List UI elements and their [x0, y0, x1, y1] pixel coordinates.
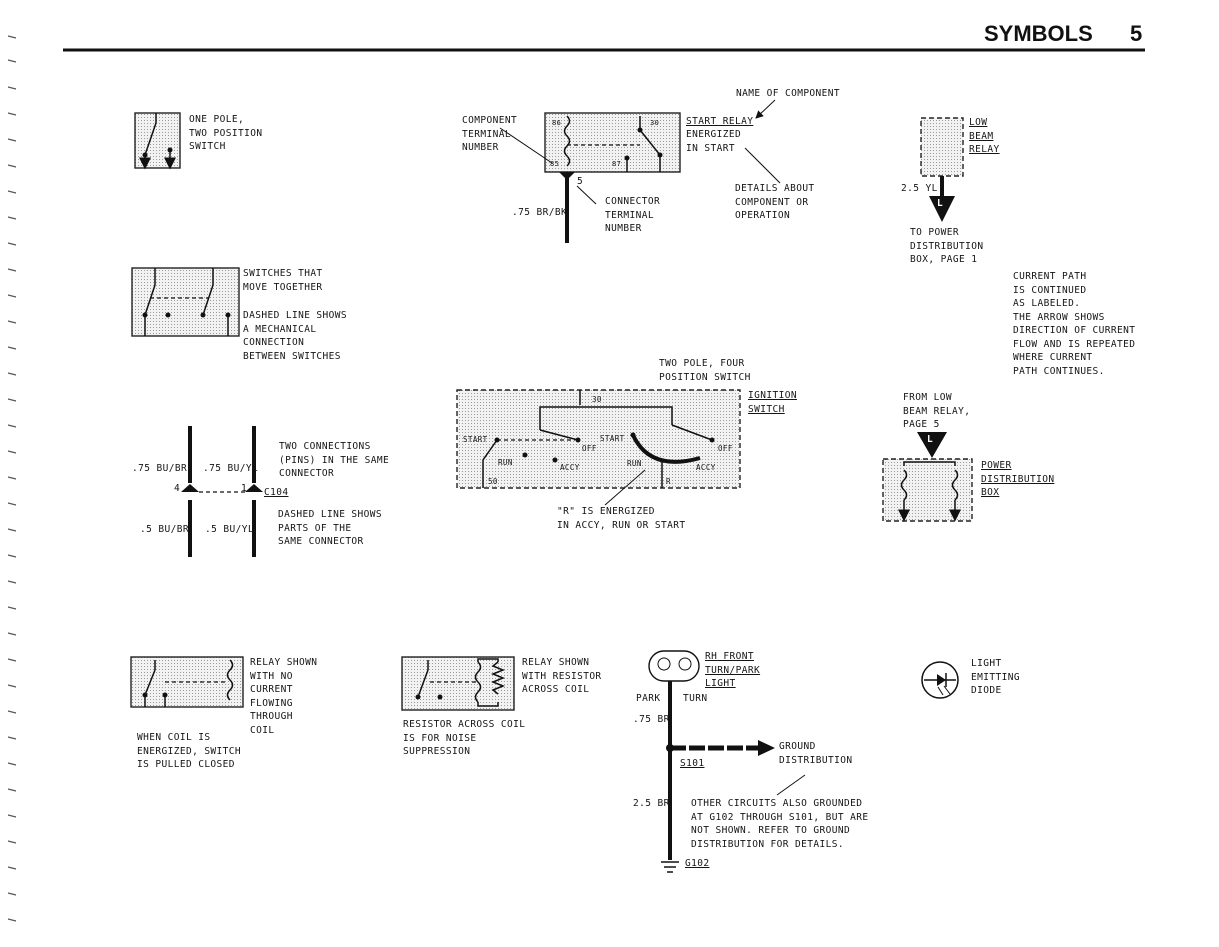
binding-marks — [7, 35, 17, 922]
relay-no-current-label: RELAY SHOWN WITH NO CURRENT FLOWING THRO… — [250, 657, 318, 736]
one-pole-switch-symbol — [134, 112, 181, 170]
connector-pin-left: 4 — [174, 483, 181, 494]
current-path-note: CURRENT PATH IS CONTINUED AS LABELED. TH… — [1013, 271, 1136, 377]
ignition-terminal-50: 50 — [488, 477, 498, 486]
start-relay-symbol — [499, 99, 781, 243]
ignition-pos-start: START — [463, 435, 488, 444]
low-beam-relay-symbol — [920, 117, 964, 222]
ignition-r-note: "R" IS ENERGIZED IN ACCY, RUN OR START — [557, 506, 686, 531]
ignition-pos-off: OFF — [582, 444, 597, 453]
low-beam-wire-label: 2.5 YL — [901, 183, 938, 194]
ignition-pos-off-2: OFF — [718, 444, 733, 453]
ignition-pos-accy-2: ACCY — [696, 463, 716, 472]
low-beam-arrow-letter: L — [937, 198, 944, 209]
turn-label: TURN — [683, 693, 708, 704]
start-relay-state: ENERGIZED IN START — [686, 129, 742, 154]
rh-front-light-name: RH FRONT TURN/PARK LIGHT — [705, 651, 761, 689]
low-beam-relay-name: LOW BEAM RELAY — [969, 117, 1000, 155]
connector-terminal-number-label: CONNECTOR TERMINAL NUMBER — [605, 196, 661, 234]
ignition-pos-start-2: START — [600, 434, 625, 443]
start-relay-pin: 5 — [577, 176, 584, 187]
connector-wire-top-right: .75 BU/YL — [203, 463, 259, 474]
one-pole-switch-label: ONE POLE, TWO POSITION SWITCH — [189, 114, 263, 152]
led-symbol — [921, 661, 959, 699]
ignition-terminal-30: 30 — [592, 395, 602, 404]
terminal-85: 85 — [550, 160, 560, 168]
terminal-87: 87 — [612, 160, 622, 168]
power-distribution-box-name: POWER DISTRIBUTION BOX — [981, 460, 1055, 498]
relay-with-resistor-symbol — [401, 656, 515, 711]
start-relay-name: START RELAY — [686, 116, 754, 127]
page-title: SYMBOLS — [984, 21, 1093, 46]
relay-closed-note: WHEN COIL IS ENERGIZED, SWITCH IS PULLED… — [137, 732, 242, 770]
terminal-86: 86 — [552, 119, 562, 127]
ground-circuit-symbol — [648, 650, 806, 873]
low-beam-destination: TO POWER DISTRIBUTION BOX, PAGE 1 — [910, 227, 984, 265]
connector-pin-right: 1 — [241, 483, 248, 494]
ground-wire-2: 2.5 BR — [633, 798, 670, 809]
power-dist-arrow-letter: L — [927, 434, 934, 445]
ground-distribution-label: GROUND DISTRIBUTION — [779, 741, 853, 766]
ignition-pos-accy: ACCY — [560, 463, 580, 472]
page-number: 5 — [1130, 21, 1143, 46]
connector-wire-bottom-right: .5 BU/YL — [205, 524, 254, 535]
connector-id: C104 — [264, 487, 289, 498]
name-of-component-label: NAME OF COMPONENT — [736, 88, 841, 99]
ignition-terminal-r: R — [666, 477, 671, 486]
ganged-switches-symbol — [131, 267, 240, 337]
ganged-switches-label: SWITCHES THAT MOVE TOGETHER — [243, 268, 323, 293]
connector-dashed-label: DASHED LINE SHOWS PARTS OF THE SAME CONN… — [278, 509, 383, 547]
connector-wire-bottom-left: .5 BU/BR — [140, 524, 189, 535]
park-label: PARK — [636, 693, 661, 704]
relay-with-resistor-label: RELAY SHOWN WITH RESISTOR ACROSS COIL — [522, 657, 602, 695]
connector-symbol — [181, 426, 263, 557]
details-about-component-label: DETAILS ABOUT COMPONENT OR OPERATION — [735, 183, 815, 221]
start-relay-wire-label: .75 BR/BK — [512, 207, 568, 218]
ignition-caption: TWO POLE, FOUR POSITION SWITCH — [659, 358, 751, 383]
connector-pins-label: TWO CONNECTIONS (PINS) IN THE SAME CONNE… — [279, 441, 390, 479]
ignition-pos-run: RUN — [498, 458, 513, 467]
led-label: LIGHT EMITTING DIODE — [971, 658, 1020, 696]
connector-wire-top-left: .75 BU/BR — [132, 463, 188, 474]
ground-g102: G102 — [685, 858, 710, 869]
splice-s101: S101 — [680, 758, 705, 769]
ignition-switch-name: IGNITION SWITCH — [748, 390, 797, 415]
ground-wire-1: .75 BR — [633, 714, 670, 725]
ignition-pos-run-2: RUN — [627, 459, 642, 468]
ground-note: OTHER CIRCUITS ALSO GROUNDED AT G102 THR… — [691, 798, 869, 850]
resistor-noise-note: RESISTOR ACROSS COIL IS FOR NOISE SUPPRE… — [403, 719, 526, 757]
ignition-switch-symbol — [456, 389, 741, 506]
component-terminal-number-label: COMPONENT TERMINAL NUMBER — [462, 115, 518, 153]
from-low-beam-label: FROM LOW BEAM RELAY, PAGE 5 — [903, 392, 971, 430]
power-distribution-box-symbol — [882, 432, 973, 522]
relay-no-current-symbol — [130, 656, 244, 708]
mechanical-connection-label: DASHED LINE SHOWS A MECHANICAL CONNECTIO… — [243, 310, 348, 362]
terminal-30: 30 — [650, 119, 660, 127]
